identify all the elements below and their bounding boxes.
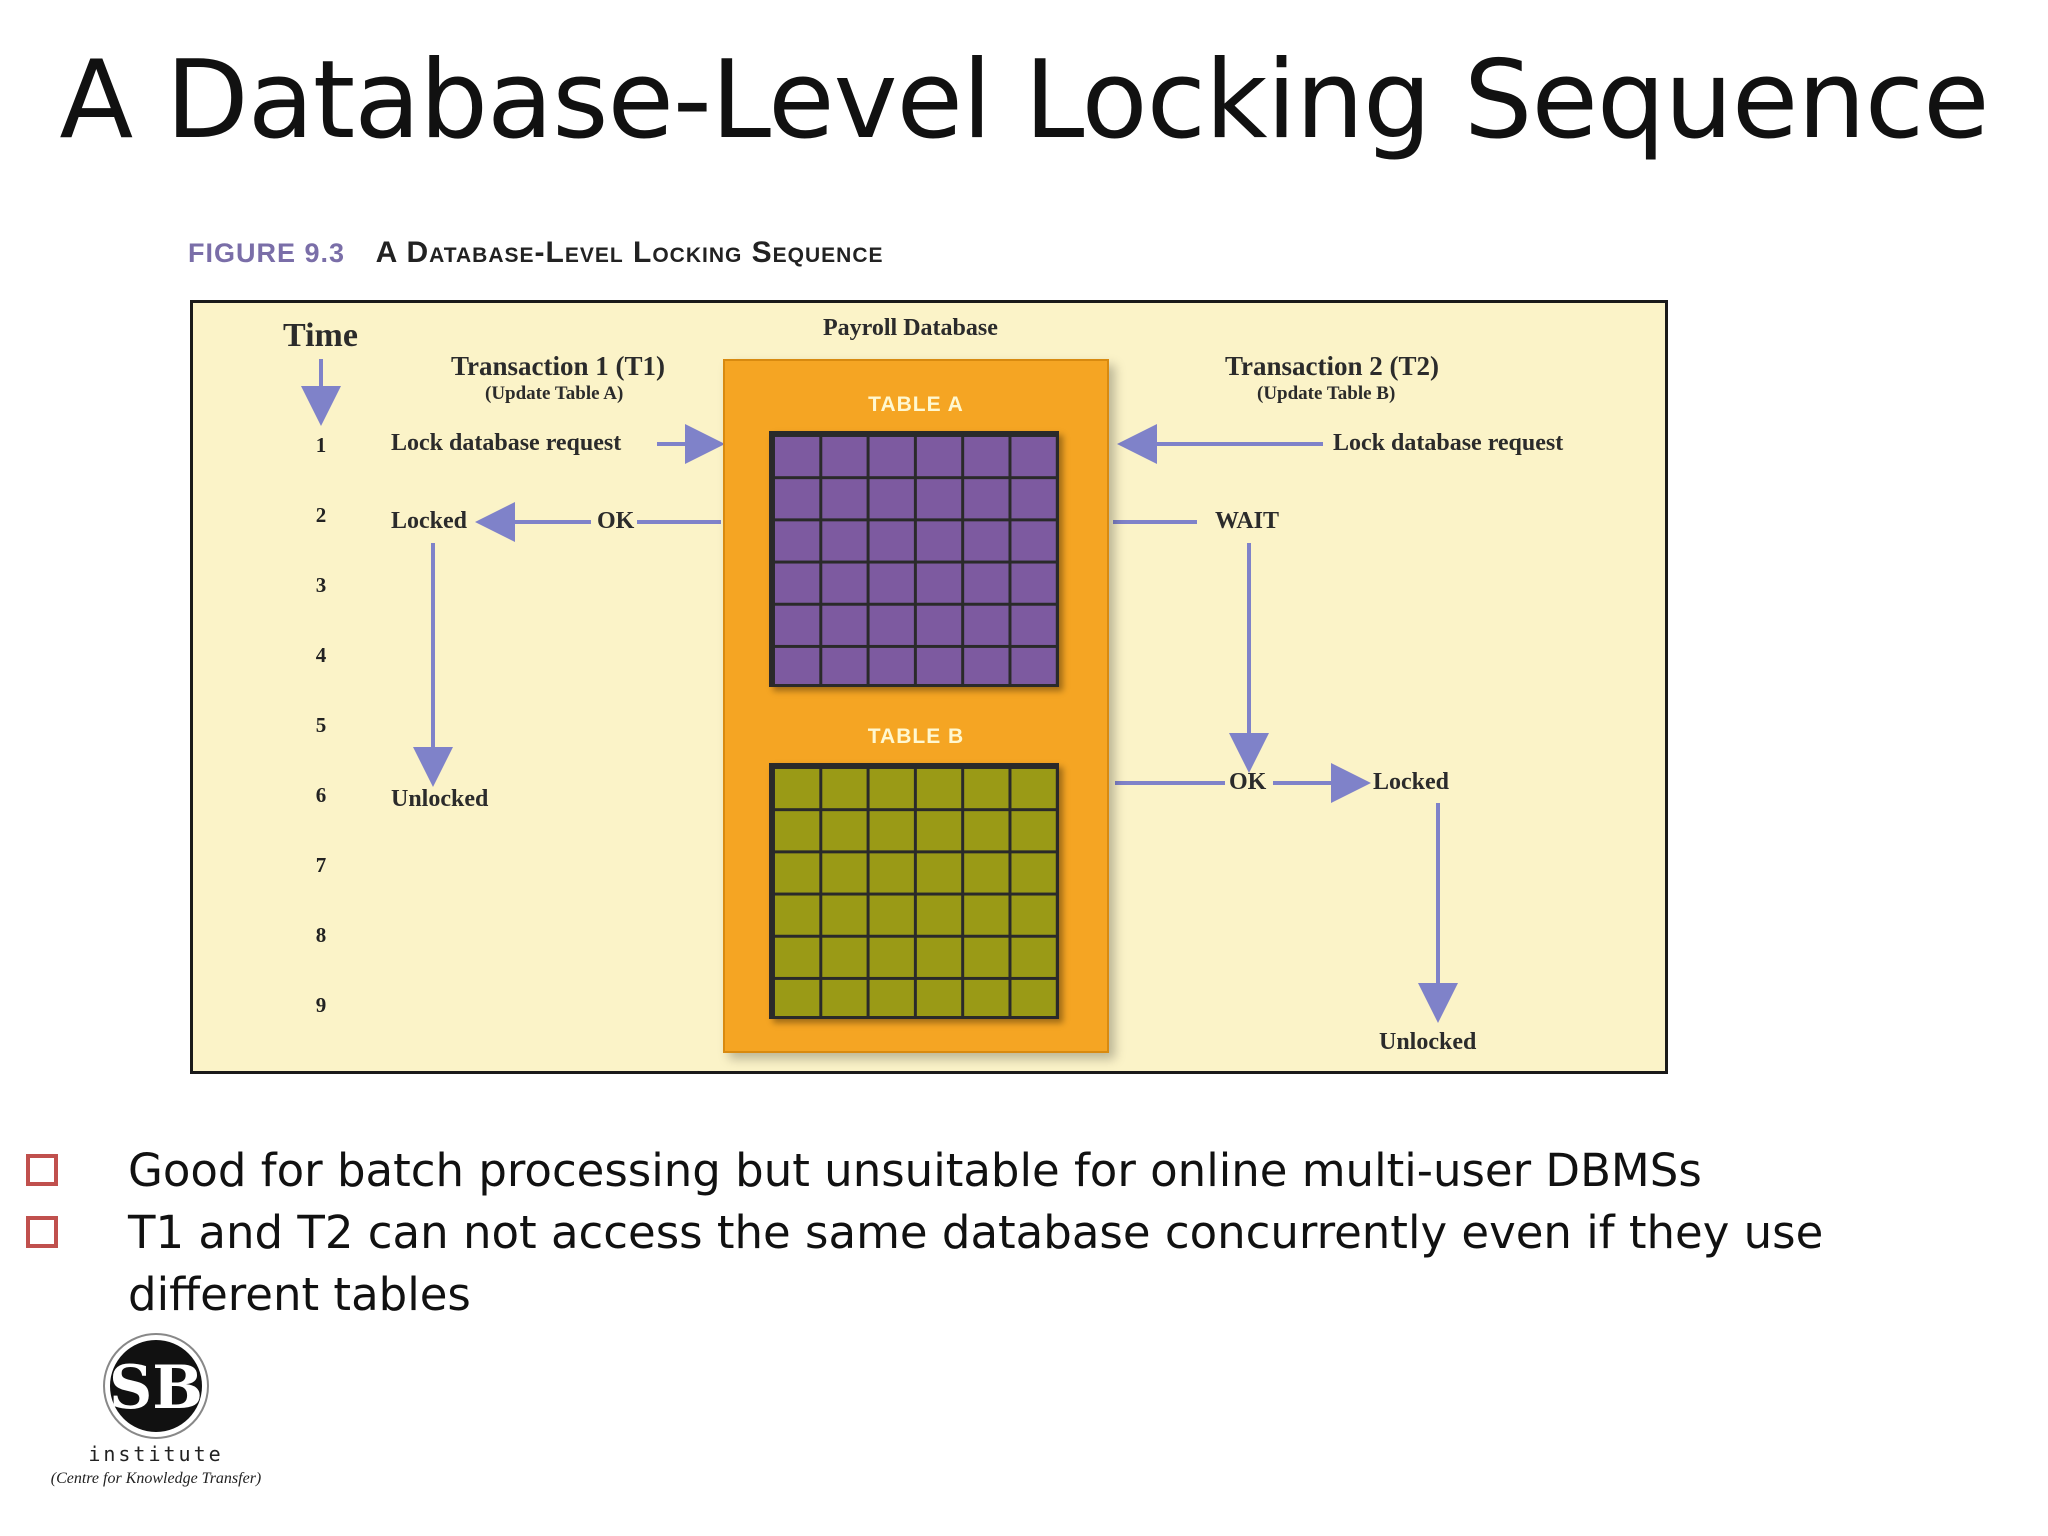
diagram-arrows [301,359,1458,1023]
table-a-label: TABLE A [868,393,964,416]
t1-subtitle: (Update Table A) [485,383,624,404]
payroll-database: TABLE A TABLE B [723,359,1109,1053]
bullet-square-icon [26,1154,58,1186]
locking-sequence-diagram: Time 1 2 3 4 5 6 7 8 9 Payroll Database … [190,300,1668,1074]
t1-locked-label: Locked [391,508,468,534]
figure-caption-text: A Database-Level Locking Sequence [375,236,884,269]
time-tick-8: 8 [315,923,327,947]
logo-tagline: (Centre for Knowledge Transfer) [50,1470,262,1487]
time-tick-5: 5 [315,713,327,737]
table-b-label: TABLE B [867,725,965,748]
figure-number: FIGURE 9.3 [188,238,346,268]
bullet-text: T1 and T2 can not access the same databa… [128,1206,1824,1321]
time-tick-4: 4 [315,643,327,667]
logo-name: institute [88,1442,224,1466]
time-tick-6: 6 [315,783,327,807]
t1-title: Transaction 1 (T1) [451,351,665,381]
bullet-text: Good for batch processing but unsuitable… [128,1144,1702,1197]
time-tick-3: 3 [315,573,327,597]
time-label: Time [283,317,358,354]
sb-logo-icon: SB [103,1333,209,1439]
t1-unlocked-label: Unlocked [391,786,489,812]
slide-title: A Database-Level Locking Sequence [59,38,1989,163]
bullet-square-icon [26,1216,58,1248]
t2-ok-label: OK [1229,769,1267,795]
t2-title: Transaction 2 (T2) [1225,351,1439,381]
logo-mark: SB [109,1353,203,1423]
t2-wait-label: WAIT [1215,508,1280,534]
institute-logo: SB institute (Centre for Knowledge Trans… [36,1332,276,1492]
time-tick-7: 7 [315,853,327,877]
t2-locked-label: Locked [1373,769,1450,795]
table-a-grid [769,431,1059,687]
t2-subtitle: (Update Table B) [1257,383,1396,404]
t1-ok-label: OK [597,508,635,534]
table-b-grid [769,763,1059,1019]
time-tick-1: 1 [315,433,327,457]
bullet-item: Good for batch processing but unsuitable… [26,1140,2006,1202]
database-label: Payroll Database [823,315,998,341]
time-tick-2: 2 [315,503,327,527]
figure-caption: FIGURE 9.3 A Database-Level Locking Sequ… [188,236,884,270]
t2-unlocked-label: Unlocked [1379,1029,1477,1055]
time-tick-9: 9 [315,993,327,1017]
bullet-list: Good for batch processing but unsuitable… [26,1140,2006,1326]
bullet-item: T1 and T2 can not access the same databa… [26,1202,2006,1326]
t1-request-label: Lock database request [391,430,622,456]
t2-request-label: Lock database request [1333,430,1564,456]
